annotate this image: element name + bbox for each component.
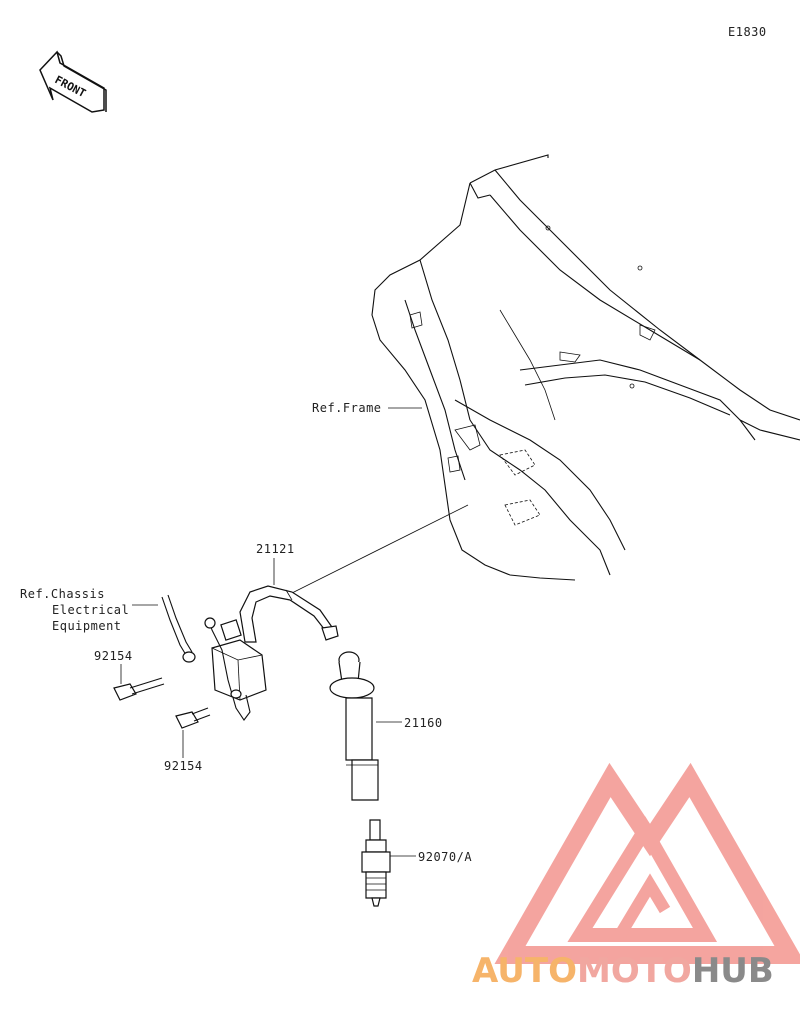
frame-structure <box>371 154 800 581</box>
ref-chassis-label-3: Equipment <box>52 619 122 633</box>
watermark-text: AUTOMOTOHUB <box>472 951 774 991</box>
watermark-moto: MOTO <box>577 951 692 991</box>
label-92154-b: 92154 <box>164 759 203 773</box>
label-21121: 21121 <box>256 542 295 556</box>
watermark-auto: AUTO <box>472 951 577 991</box>
ref-chassis-label-2: Electrical <box>52 603 129 617</box>
bolt-92154-b <box>175 707 211 729</box>
label-92070a: 92070/A <box>418 850 472 864</box>
watermark-logo <box>494 762 800 964</box>
ref-chassis-label-1: Ref.Chassis <box>20 587 105 601</box>
diagram-code: E1830 <box>728 25 767 39</box>
watermark-hub: HUB <box>692 951 774 991</box>
label-92154-a: 92154 <box>94 649 133 663</box>
ignition-coil <box>204 585 339 721</box>
spark-plug-cap <box>329 651 379 801</box>
spark-plug <box>361 819 391 907</box>
label-21160: 21160 <box>404 716 443 730</box>
ref-frame-label: Ref.Frame <box>312 401 382 415</box>
bolt-92154-a <box>113 677 165 701</box>
ground-wire-terminal <box>161 594 196 663</box>
front-arrow-icon: FRONT <box>39 50 107 113</box>
